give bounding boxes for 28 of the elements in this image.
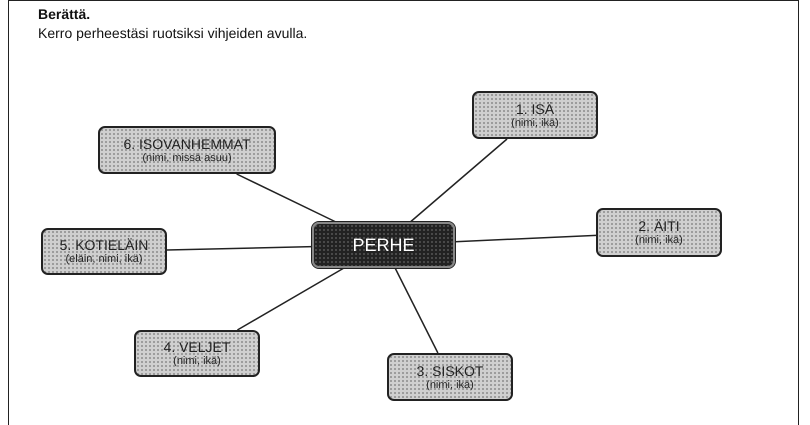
hint-text: (nimi, ikä)	[426, 378, 474, 392]
connector-line	[166, 246, 312, 251]
hint-text: (nimi, ikä)	[511, 116, 559, 130]
topic-label: 4. VELJET	[164, 339, 230, 355]
topic-label: 3. SISKOT	[416, 362, 484, 378]
topic-box	[596, 208, 722, 257]
topic-label: PERHE	[352, 237, 414, 253]
connector-line	[236, 173, 336, 223]
topic-label: 6. ISOVANHEMMAT	[123, 136, 251, 152]
hint-text: (nimi, ikä)	[635, 234, 683, 247]
topic-box	[472, 91, 598, 139]
topic-box	[98, 126, 276, 174]
heading: Berättä.	[38, 6, 90, 22]
connector-line	[394, 268, 439, 354]
topic-box	[41, 228, 167, 275]
connector-line	[410, 138, 508, 223]
topic-box	[387, 353, 513, 401]
connector-line	[454, 234, 596, 242]
hint-text: (nimi, missä asuu)	[142, 152, 232, 164]
instruction-text: Kerro perheestäsi ruotsiksi vihjeiden avulla.	[38, 25, 308, 41]
central-topic-box	[312, 222, 455, 268]
topic-label: 2. ÄITI	[638, 218, 680, 234]
topic-label: 5. KOTIELÄIN	[60, 237, 148, 253]
hint-text: (eläin, nimi, ikä)	[65, 253, 143, 266]
connector-line	[237, 267, 344, 331]
topic-label: 1. ISÄ	[516, 100, 554, 116]
topic-box	[134, 330, 260, 377]
hint-text: (nimi, ikä)	[173, 355, 221, 368]
